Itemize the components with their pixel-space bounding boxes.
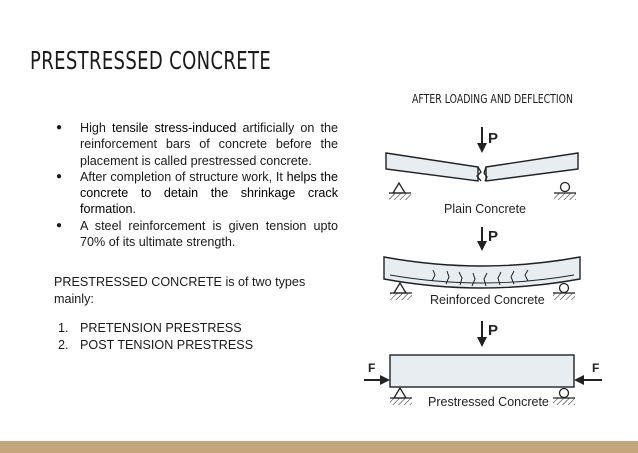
force-arrow-right-icon xyxy=(574,375,602,385)
slide-title: PRESTRESSED CONCRETE xyxy=(30,46,272,75)
crack-line xyxy=(476,166,482,182)
footer-bar xyxy=(0,441,638,453)
reinforced-beam xyxy=(383,256,581,289)
reinforced-concrete-diagram: P Reinforced Concrete xyxy=(383,227,581,307)
beam-right-half xyxy=(485,152,579,182)
load-label: P xyxy=(488,228,498,245)
pin-support-icon xyxy=(390,281,412,300)
prestressed-concrete-label: Prestressed Concrete xyxy=(428,395,549,409)
load-arrow-icon xyxy=(477,321,487,347)
flexural-cracks xyxy=(431,269,529,287)
bullet-item-1: High tensile stress-induced artificially… xyxy=(56,120,338,169)
force-label-left: F xyxy=(368,361,375,375)
roller-support-icon xyxy=(553,282,575,300)
types-intro: PRESTRESSED CONCRETE is of two types mai… xyxy=(54,275,306,306)
crack-line xyxy=(483,166,488,182)
prestressed-concrete-diagram: P F F Prestressed Concrete xyxy=(364,321,602,409)
plain-concrete-label: Plain Concrete xyxy=(444,202,526,216)
reinforced-concrete-label: Reinforced Concrete xyxy=(430,293,545,307)
prestressed-beam xyxy=(389,354,575,388)
force-arrow-left-icon xyxy=(364,375,390,385)
pin-support-icon xyxy=(389,181,411,200)
type-item-2: 2.POST TENSION PRESTRESS xyxy=(58,337,254,352)
bullet-list: High tensile stress-induced artificially… xyxy=(56,120,338,250)
bullet-item-2: After completion of structure work, It h… xyxy=(56,169,338,218)
rebar-line xyxy=(389,274,575,284)
beam-left-half xyxy=(385,152,479,182)
bullet-item-3: A steel reinforcement is given tension u… xyxy=(56,218,338,251)
type-item-1: 1.PRETENSION PRESTRESS xyxy=(58,321,242,335)
load-label: P xyxy=(488,130,498,147)
load-arrow-icon xyxy=(477,127,487,153)
roller-support-icon xyxy=(553,387,575,405)
bullet-emphasis: helps the concrete to detain the shrinka… xyxy=(80,169,338,217)
figure-caption: AFTER LOADING AND DEFLECTION xyxy=(412,92,574,106)
plain-concrete-diagram: P Plain Concrete xyxy=(385,127,579,216)
beam-deflection-figure: P Plain Concrete P xyxy=(364,127,602,409)
types-list: 1.PRETENSION PRESTRESS 2.POST TENSION PR… xyxy=(54,320,253,353)
load-arrow-icon xyxy=(477,227,487,251)
roller-support-icon xyxy=(554,181,576,200)
bullet-emphasis: tensile stress-induced xyxy=(112,121,237,135)
load-label: P xyxy=(488,322,498,339)
force-label-right: F xyxy=(592,361,599,375)
pin-support-icon xyxy=(390,386,412,405)
